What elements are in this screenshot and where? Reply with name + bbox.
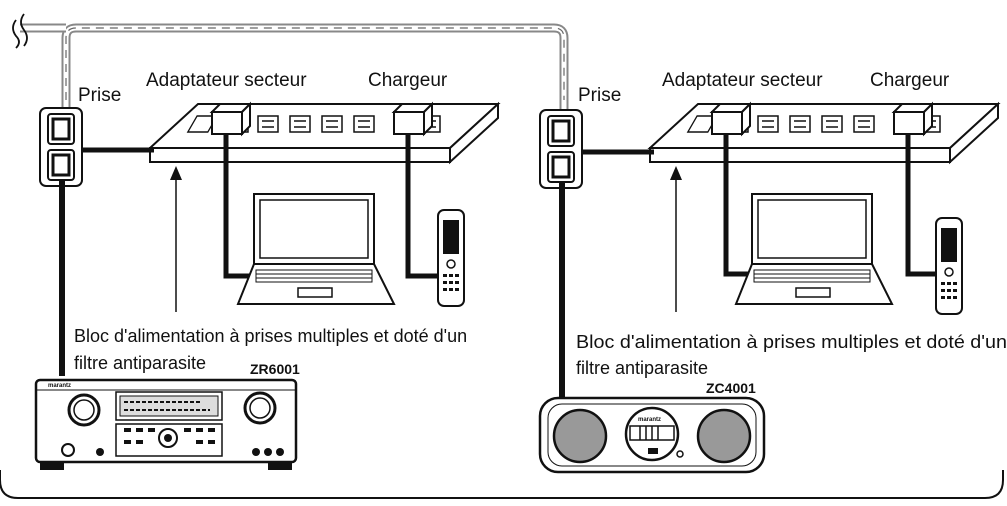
brand-logo: marantz [638, 417, 661, 423]
charger-icon [893, 103, 933, 135]
power-strip-label-line2: filtre antiparasite [576, 358, 708, 378]
frame-border [0, 470, 1004, 499]
power-strip-icon [649, 103, 999, 163]
power-strip-label-line1: Bloc d'alimentation à prises multiples e… [74, 326, 467, 346]
charger-icon [393, 103, 433, 135]
brand-logo: marantz [48, 383, 71, 389]
right-setup: marantz [538, 103, 999, 474]
charger-label: Chargeur [870, 70, 950, 91]
arrow-icon [170, 166, 182, 312]
left-setup: marantz [34, 103, 499, 470]
phone-icon [437, 209, 465, 307]
network-cable [20, 23, 569, 110]
laptop-icon [237, 193, 395, 305]
power-strip-label-line1: Bloc d'alimentation à prises multiples e… [576, 332, 1007, 352]
outlet-label: Prise [578, 85, 621, 106]
wall-outlet-icon [38, 106, 84, 188]
adapter-label: Adaptateur secteur [662, 70, 823, 91]
power-strip-label-line2: filtre antiparasite [74, 353, 206, 373]
ac-adapter-icon [711, 103, 751, 135]
phone-icon [935, 217, 963, 315]
receiver-zr6001-icon: marantz [34, 378, 298, 470]
model-label: ZC4001 [706, 380, 756, 396]
charger-label: Chargeur [368, 70, 448, 91]
power-strip-icon [149, 103, 499, 163]
ac-adapter-icon [211, 103, 251, 135]
model-label: ZR6001 [250, 361, 300, 377]
adapter-label: Adaptateur secteur [146, 70, 307, 91]
radio-zc4001-icon: marantz [538, 396, 766, 474]
cable-break-icon [12, 13, 28, 49]
outlet-label: Prise [78, 85, 121, 106]
wall-outlet-icon [538, 108, 584, 190]
arrow-icon [670, 166, 682, 312]
laptop-icon [735, 193, 893, 305]
